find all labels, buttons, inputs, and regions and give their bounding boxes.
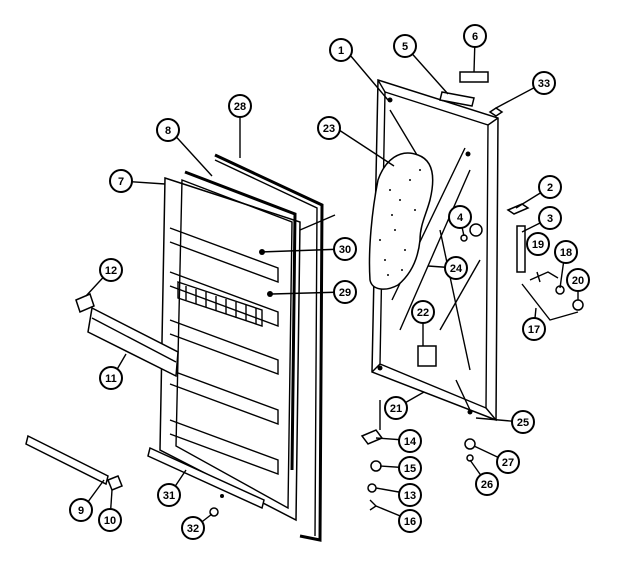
svg-text:29: 29 [339,287,351,299]
callout-11: 11 [99,366,123,390]
callout-24: 24 [444,256,468,280]
svg-text:4: 4 [457,212,464,224]
callout-10: 10 [98,508,122,532]
callout-9: 9 [69,498,93,522]
handle-bracket [417,345,437,367]
svg-text:12: 12 [105,265,117,277]
svg-text:19: 19 [532,239,544,251]
svg-text:6: 6 [472,31,478,43]
svg-text:30: 30 [339,244,351,256]
svg-text:3: 3 [547,213,553,225]
callout-33: 33 [532,71,556,95]
svg-text:20: 20 [572,275,584,287]
bottom-shelf-parts [25,434,265,517]
svg-text:23: 23 [323,123,335,135]
svg-text:5: 5 [402,41,408,53]
callout-14: 14 [398,429,422,453]
callout-6: 6 [463,24,487,48]
callout-29: 29 [333,280,357,304]
svg-text:32: 32 [187,523,199,535]
svg-text:31: 31 [163,490,175,502]
callout-19: 19 [526,232,550,256]
callout-26: 26 [475,472,499,496]
svg-text:1: 1 [338,45,344,57]
top-trim-parts [439,71,504,117]
svg-text:18: 18 [560,247,572,259]
callout-12: 12 [99,258,123,282]
callout-13: 13 [398,483,422,507]
svg-text:13: 13 [404,490,416,502]
callout-23: 23 [317,116,341,140]
callout-27: 27 [496,450,520,474]
callout-25: 25 [511,410,535,434]
svg-text:22: 22 [417,307,429,319]
shelf-end-cap [75,292,95,314]
callout-30: 30 [333,237,357,261]
callout-5: 5 [393,34,417,58]
door-gasket [214,153,324,542]
svg-text:27: 27 [502,457,514,469]
svg-text:15: 15 [404,463,416,475]
callout-18: 18 [554,240,578,264]
insulation-foam [368,152,434,290]
callout-15: 15 [398,456,422,480]
callout-1: 1 [329,38,353,62]
svg-text:26: 26 [481,479,493,491]
svg-text:11: 11 [105,373,117,385]
bottom-hinge-parts [360,400,476,511]
callout-31: 31 [157,483,181,507]
callout-32: 32 [181,516,205,540]
svg-text:16: 16 [404,516,416,528]
callout-20: 20 [566,268,590,292]
svg-text:7: 7 [118,176,124,188]
svg-text:33: 33 [538,78,550,90]
svg-text:9: 9 [78,505,84,517]
svg-text:21: 21 [390,403,402,415]
callout-16: 16 [398,509,422,533]
callout-4: 4 [448,205,472,229]
callout-7: 7 [109,169,133,193]
inner-door-liner [159,170,301,522]
svg-text:2: 2 [547,182,553,194]
callout-17: 17 [522,317,546,341]
callout-2: 2 [538,175,562,199]
callout-21: 21 [384,396,408,420]
svg-text:17: 17 [528,324,540,336]
door-shelf-bar [87,306,179,378]
svg-text:8: 8 [165,125,171,137]
svg-text:28: 28 [234,101,246,113]
svg-text:25: 25 [517,417,529,429]
svg-text:14: 14 [404,436,417,448]
wire-shelf [177,281,263,327]
callout-28: 28 [228,94,252,118]
hinge-assembly-right [460,203,584,321]
callout-3: 3 [538,206,562,230]
callout-22: 22 [411,300,435,324]
callout-8: 8 [156,118,180,142]
svg-text:10: 10 [104,515,116,527]
svg-text:24: 24 [450,263,463,275]
